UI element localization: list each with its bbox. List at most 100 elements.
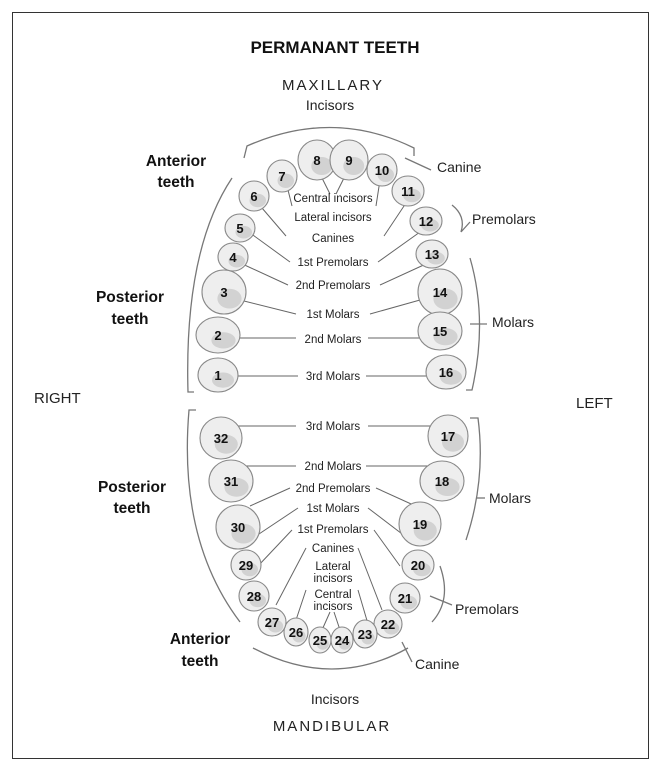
lower-right-outline bbox=[186, 409, 241, 623]
tooth-6-number: 6 bbox=[250, 189, 257, 204]
lower-posterior-label-1: Posterior bbox=[98, 479, 166, 496]
tooth-27-shade bbox=[267, 619, 284, 633]
tooth-12-shade bbox=[421, 218, 439, 232]
tooth-21: 21 bbox=[389, 582, 421, 614]
tooth-20: 20 bbox=[401, 549, 435, 581]
upper-right-outline bbox=[187, 177, 233, 393]
upper-anterior-label-1: Anterior bbox=[146, 153, 206, 170]
tooth-26-number: 26 bbox=[289, 625, 303, 640]
tooth-25-number: 25 bbox=[313, 633, 327, 648]
tooth-8-number: 8 bbox=[313, 153, 320, 168]
tooth-27-number: 27 bbox=[265, 615, 279, 630]
tooth-2: 2 bbox=[195, 316, 241, 354]
tooth-23-number: 23 bbox=[358, 627, 372, 642]
tooth-5-shade bbox=[235, 225, 252, 239]
tooth-23: 23 bbox=[352, 619, 378, 649]
diagram-title: PERMANANT TEETH bbox=[250, 38, 419, 57]
tooth-13-shade bbox=[427, 251, 445, 265]
lower-incisors-label: Incisors bbox=[311, 691, 359, 707]
tooth-22-number: 22 bbox=[381, 617, 395, 632]
upper-label-3rd-molars: 3rd Molars bbox=[306, 371, 361, 383]
lower-label-1st-molars: 1st Molars bbox=[306, 503, 359, 515]
lower-anterior-label-1: Anterior bbox=[170, 631, 230, 648]
tooth-27: 27 bbox=[257, 607, 287, 637]
tooth-11-shade bbox=[403, 188, 421, 203]
tooth-10: 10 bbox=[366, 153, 398, 187]
upper-tooth-labels: Central incisors Lateral incisors Canine… bbox=[293, 193, 372, 383]
upper-incisors-label: Incisors bbox=[306, 97, 354, 113]
lower-posterior-label-2: teeth bbox=[113, 500, 150, 517]
diagram-frame bbox=[12, 12, 649, 759]
tooth-18-shade bbox=[435, 478, 460, 496]
tooth-14-shade bbox=[433, 288, 458, 310]
upper-label-1st-premolars: 1st Premolars bbox=[298, 257, 369, 269]
tooth-32-number: 32 bbox=[214, 431, 228, 446]
tooth-24-number: 24 bbox=[335, 633, 350, 648]
tooth-12: 12 bbox=[409, 206, 443, 236]
tooth-6-shade bbox=[249, 193, 266, 208]
upper-premolar-bracket bbox=[451, 204, 471, 233]
tooth-11-number: 11 bbox=[401, 184, 415, 199]
lower-tooth-labels: 3rd Molars 2nd Molars 2nd Premolars 1st … bbox=[296, 421, 371, 613]
lower-molar-bracket bbox=[465, 417, 481, 541]
lower-premolar-bracket bbox=[429, 565, 453, 623]
upper-label-2nd-molars: 2nd Molars bbox=[305, 334, 362, 346]
tooth-26-shade bbox=[292, 629, 306, 643]
upper-canine-label: Canine bbox=[437, 159, 482, 175]
tooth-14-number: 14 bbox=[433, 285, 448, 300]
lower-label-lateral-incisors: incisors bbox=[314, 573, 353, 585]
left-label: LEFT bbox=[576, 395, 613, 412]
mandibular-label: MANDIBULAR bbox=[273, 718, 391, 735]
lower-premolars-label: Premolars bbox=[455, 601, 519, 617]
upper-label-canines: Canines bbox=[312, 233, 354, 245]
tooth-15-shade bbox=[433, 328, 458, 346]
lower-label-2nd-molars: 2nd Molars bbox=[305, 461, 362, 473]
tooth-16-shade bbox=[440, 369, 462, 385]
upper-molars-label: Molars bbox=[492, 314, 534, 330]
tooth-4-number: 4 bbox=[229, 250, 237, 265]
tooth-16-number: 16 bbox=[439, 365, 453, 380]
tooth-32: 32 bbox=[199, 416, 243, 460]
tooth-3: 3 bbox=[201, 269, 247, 315]
lower-label-2nd-premolars: 2nd Premolars bbox=[296, 483, 371, 495]
arch-brackets bbox=[186, 126, 487, 670]
tooth-29: 29 bbox=[230, 549, 262, 581]
tooth-21-number: 21 bbox=[398, 591, 412, 606]
lower-canine-tick bbox=[401, 641, 413, 663]
tooth-10-number: 10 bbox=[375, 163, 389, 178]
tooth-26: 26 bbox=[283, 617, 309, 647]
tooth-13: 13 bbox=[415, 239, 449, 269]
tooth-5-number: 5 bbox=[236, 221, 243, 236]
tooth-4: 4 bbox=[217, 242, 249, 272]
tooth-13-number: 13 bbox=[425, 247, 439, 262]
tooth-3-number: 3 bbox=[220, 285, 227, 300]
tooth-20-shade bbox=[413, 562, 431, 577]
tooth-15-number: 15 bbox=[433, 324, 447, 339]
tooth-15: 15 bbox=[417, 311, 463, 351]
lower-canine-label: Canine bbox=[415, 656, 460, 672]
upper-label-2nd-premolars: 2nd Premolars bbox=[296, 280, 371, 292]
upper-molar-bracket bbox=[466, 257, 481, 391]
tooth-8-shade bbox=[311, 157, 333, 175]
lower-molars-label: Molars bbox=[489, 490, 531, 506]
tooth-9-shade bbox=[343, 157, 365, 175]
lower-label-canines: Canines bbox=[312, 543, 354, 555]
tooth-7-shade bbox=[277, 173, 294, 188]
lower-incisor-bracket bbox=[252, 647, 409, 670]
right-label: RIGHT bbox=[34, 390, 81, 407]
tooth-18-number: 18 bbox=[435, 474, 449, 489]
maxillary-label: MAXILLARY bbox=[282, 77, 384, 94]
upper-anterior-label-2: teeth bbox=[157, 174, 194, 191]
tooth-5: 5 bbox=[224, 213, 256, 243]
tooth-7-number: 7 bbox=[278, 169, 285, 184]
upper-label-1st-molars: 1st Molars bbox=[306, 309, 359, 321]
tooth-8: 8 bbox=[297, 139, 337, 181]
tooth-22-shade bbox=[383, 621, 400, 635]
tooth-11: 11 bbox=[391, 175, 425, 207]
tooth-20-number: 20 bbox=[411, 558, 425, 573]
lower-label-1st-premolars: 1st Premolars bbox=[298, 524, 369, 536]
tooth-9-number: 9 bbox=[345, 153, 352, 168]
tooth-17-shade bbox=[442, 432, 464, 452]
tooth-1: 1 bbox=[197, 357, 239, 393]
